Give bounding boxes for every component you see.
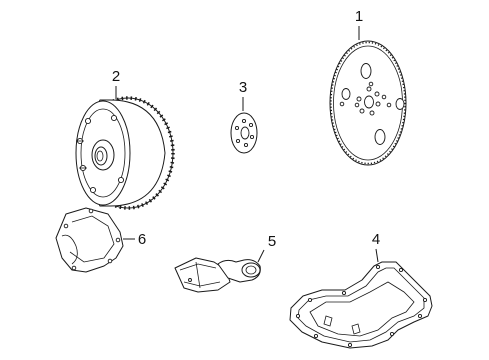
callout-1-label: 1 [355, 8, 363, 25]
callout-2-label: 2 [112, 68, 120, 85]
callout-4-label: 4 [372, 231, 380, 248]
callout-4: 4 [372, 231, 380, 263]
converter-studs [76, 114, 125, 194]
callout-2: 2 [112, 68, 120, 99]
flexplate [329, 40, 407, 166]
cover [55, 207, 124, 273]
torque-converter [75, 96, 175, 210]
callout-6: 6 [123, 231, 146, 248]
callout-3-label: 3 [239, 79, 247, 96]
callout-5-label: 5 [268, 233, 276, 250]
callout-5: 5 [257, 233, 276, 263]
callout-3: 3 [239, 79, 247, 111]
filter [174, 257, 261, 293]
oil-pan [289, 261, 433, 349]
callout-1: 1 [355, 8, 363, 40]
spacer [230, 112, 258, 154]
callout-6-label: 6 [138, 231, 146, 248]
